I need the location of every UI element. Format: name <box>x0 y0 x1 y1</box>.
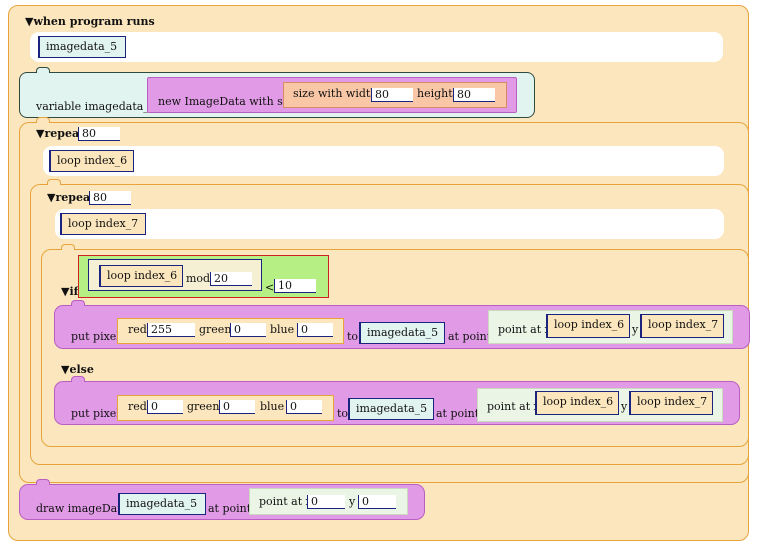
red-input[interactable]: 0 <box>147 400 183 414</box>
point-at-x-label: point at x <box>498 323 551 336</box>
put-pixel-label: put pixel <box>71 407 120 420</box>
block-notch <box>36 67 50 73</box>
mod-label: mod <box>186 272 211 285</box>
point-x-chip[interactable]: loop index_6 <box>546 314 630 338</box>
red-input[interactable]: 255 <box>147 323 195 337</box>
if-header[interactable]: ▼if <box>61 285 79 298</box>
height-input[interactable]: 80 <box>453 88 495 102</box>
imagedata-target-chip[interactable]: imagedata_5 <box>118 493 206 515</box>
point-at-x-label: point at x <box>259 495 312 508</box>
block-notch <box>36 117 50 123</box>
block-notch <box>71 300 85 306</box>
imagedata-target-chip[interactable]: imagedata_5 <box>359 322 445 344</box>
var-chip-imagedata[interactable]: imagedata_5 <box>38 36 126 58</box>
to-label: to <box>337 407 349 420</box>
green-input[interactable]: 0 <box>219 400 255 414</box>
point-at-x-label: point at x <box>487 400 540 413</box>
repeat-inner-body-slot <box>55 209 724 239</box>
block-notch <box>47 179 61 185</box>
blue-input[interactable]: 0 <box>286 400 322 414</box>
height-label: height <box>417 87 453 100</box>
at-point-label: at point <box>208 502 252 515</box>
at-point-label: at point <box>436 407 480 420</box>
green-label: green <box>187 400 220 413</box>
draw-y-input[interactable]: 0 <box>358 495 396 509</box>
blue-label: blue <box>260 400 285 413</box>
red-label: red <box>128 323 147 336</box>
width-input[interactable]: 80 <box>371 88 413 102</box>
green-input[interactable]: 0 <box>230 323 266 337</box>
less-than-label: < <box>265 281 275 294</box>
when-body-slot <box>30 32 723 62</box>
block-notch <box>36 479 50 485</box>
repeat-outer-count-input[interactable]: 80 <box>78 127 120 141</box>
draw-y-label: y <box>349 495 356 508</box>
to-label: to <box>347 330 359 343</box>
draw-imagedata-label: draw imageData <box>36 502 129 515</box>
point-y-chip[interactable]: loop index_7 <box>640 314 724 338</box>
point-y-label: y <box>632 323 639 336</box>
variable-label: variable imagedata_5 <box>36 100 156 113</box>
less-than-value-input[interactable]: 10 <box>274 279 316 293</box>
repeat-inner-count-input[interactable]: 80 <box>89 191 131 205</box>
loop-index-6-chip[interactable]: loop index_6 <box>99 265 183 287</box>
green-label: green <box>199 323 232 336</box>
put-pixel-label: put pixel <box>71 330 120 343</box>
red-label: red <box>128 400 147 413</box>
blue-label: blue <box>270 323 295 336</box>
draw-x-input[interactable]: 0 <box>307 495 345 509</box>
else-header[interactable]: ▼else <box>61 363 94 376</box>
block-notch <box>61 244 75 250</box>
block-notch <box>71 376 85 382</box>
blue-input[interactable]: 0 <box>297 323 333 337</box>
repeat-outer-header[interactable]: ▼repeat <box>36 127 85 140</box>
loop-index-7-chip[interactable]: loop index_7 <box>60 213 146 235</box>
when-program-runs-header[interactable]: ▼when program runs <box>25 15 155 28</box>
imagedata-target-chip[interactable]: imagedata_5 <box>348 398 434 420</box>
new-imagedata-label: new ImageData with size <box>158 95 299 108</box>
point-y-label: y <box>621 400 628 413</box>
loop-index-6-chip[interactable]: loop index_6 <box>49 150 134 172</box>
at-point-label: at point <box>448 330 492 343</box>
repeat-inner-header[interactable]: ▼repeat <box>47 191 96 204</box>
repeat-outer-body-slot <box>43 146 724 176</box>
point-y-chip[interactable]: loop index_7 <box>629 391 713 415</box>
size-width-label: size with width <box>293 87 378 100</box>
point-x-chip[interactable]: loop index_6 <box>535 391 619 415</box>
mod-value-input[interactable]: 20 <box>210 272 252 286</box>
